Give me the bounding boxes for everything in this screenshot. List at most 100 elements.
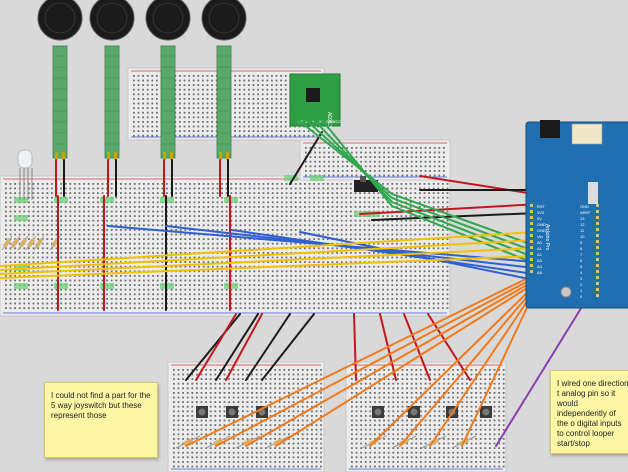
hole [188,125,190,128]
hole [400,206,403,208]
hole [243,93,246,96]
hole [297,405,299,408]
hole [115,238,118,240]
hole [276,229,279,231]
hole [351,419,353,422]
hole [198,192,200,194]
hole [188,75,190,77]
hole [489,424,491,426]
hole [406,160,408,163]
hole [161,233,164,236]
hole [301,392,304,394]
hole [246,465,249,468]
hole [200,378,203,380]
hole [475,451,477,454]
hole [248,298,251,300]
hole [410,156,413,158]
hole [202,183,205,185]
hole [202,247,205,250]
hole [261,84,264,86]
hole [74,288,76,291]
hole [9,201,12,204]
hole [274,438,276,440]
hole [234,75,236,77]
hole [420,405,422,408]
hole [461,465,464,468]
hole [415,373,418,376]
hole [369,147,372,149]
hole [466,378,468,380]
hole [32,279,35,282]
hole [374,165,376,168]
hole [110,307,113,309]
hole [466,424,468,426]
hole [246,451,249,454]
hole [87,247,90,250]
hole [377,293,380,296]
hole [197,130,200,132]
hole [143,247,145,250]
hole [156,79,158,82]
hole [179,130,181,132]
hole [202,102,204,105]
hole [202,224,205,227]
hole [69,233,72,236]
hole [179,265,182,268]
hole [322,270,325,273]
hole [183,98,186,100]
hole [305,151,307,154]
hole [405,224,407,227]
hole [189,298,191,300]
hole [423,288,426,291]
hole [322,192,325,194]
hole [198,224,200,227]
hole [193,224,196,227]
hole [336,298,338,300]
hole [414,275,417,277]
hole [318,147,321,149]
hole [216,293,219,296]
hole [447,419,450,422]
hole [299,192,302,194]
hole [498,428,500,431]
hole [261,107,264,109]
hole [373,275,375,277]
hole [317,298,320,300]
hole [267,219,269,222]
hole [37,307,39,309]
hole [202,187,205,190]
hole [214,456,217,459]
hole [419,284,421,286]
hole [260,442,263,445]
hole [387,465,390,468]
hole [400,298,403,300]
hole [447,461,450,463]
hole [179,88,181,91]
hole [479,465,482,468]
hole [438,442,441,445]
hole [269,428,272,431]
hole [202,88,204,91]
hole [202,279,205,282]
hole [438,447,441,449]
hole [242,433,244,436]
hole [196,392,198,394]
hole [60,242,62,245]
hole [237,451,240,454]
hole [443,392,445,394]
hole [202,288,205,291]
hole [354,206,357,208]
hole [205,451,207,454]
hole [262,279,265,282]
hole [360,415,362,417]
hole [456,401,459,403]
hole [470,461,473,463]
hole [232,382,235,385]
hole [115,261,118,263]
hole [206,102,209,105]
hole [32,183,35,185]
hole [322,261,325,263]
hole [9,293,12,296]
hole [292,382,295,385]
hole [197,75,200,77]
